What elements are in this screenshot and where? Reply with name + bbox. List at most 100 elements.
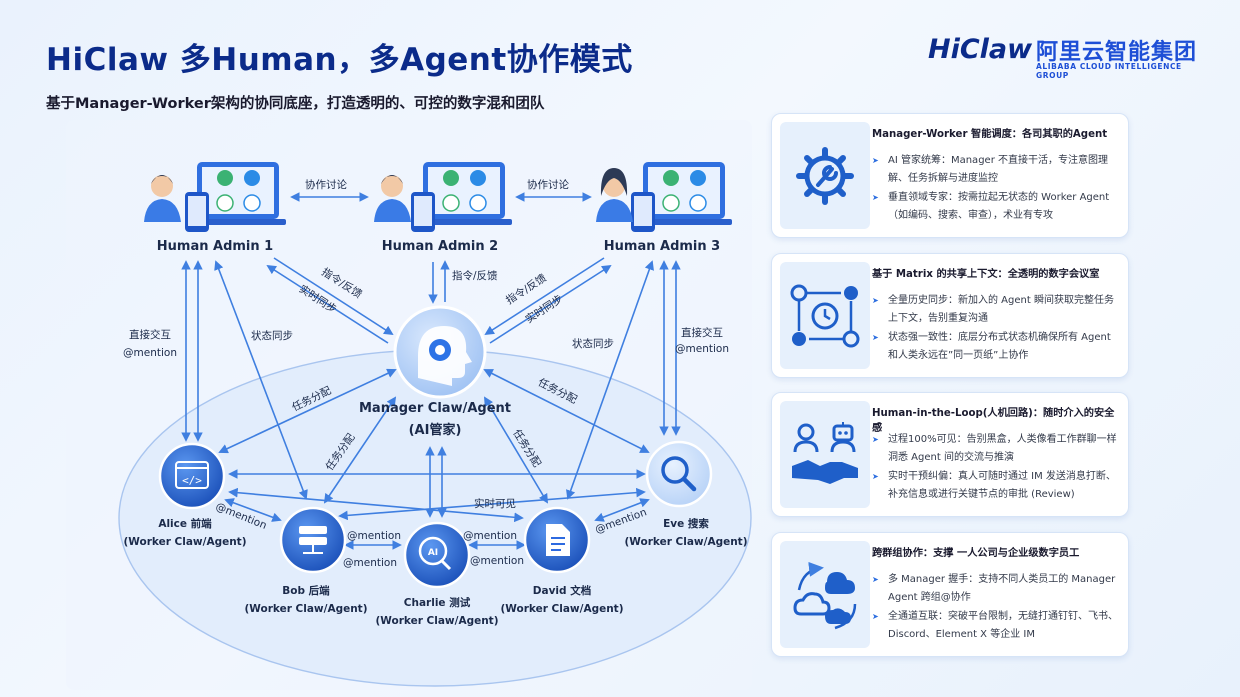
feature-card-matrix-context: 基于 Matrix 的共享上下文：全透明的数字会议室 全量历史同步：新加入的 A… — [771, 253, 1129, 378]
label-status-left: 状态同步 — [251, 329, 293, 342]
sync-clock-icon — [790, 284, 860, 347]
label-mention-bob-charlie-1: @mention — [347, 530, 401, 542]
im-app-icon — [243, 194, 261, 212]
cloud-sync-icon — [793, 561, 857, 629]
gear-wrench-icon — [796, 146, 854, 205]
label-direct-left: 直接交互 — [129, 328, 171, 341]
edge-alice-bob — [224, 498, 282, 522]
card-list: 过程100%可见：告别黑盒，人类像看工作群聊一样洞悉 Agent 间的交流与推演… — [872, 431, 1120, 505]
send-app-icon — [244, 170, 260, 186]
worker-alice-label: Alice 前端 — [158, 517, 212, 530]
company-name-en: ALIBABA CLOUD INTELLIGENCE GROUP — [1036, 62, 1182, 80]
card-list: 全量历史同步：新加入的 Agent 瞬间获取完整任务上下文，告别重复沟通 状态强… — [872, 292, 1120, 366]
card-list-item: 状态强一致性：底层分布式状态机确保所有 Agent 和人类永远在”同一页纸”上协… — [872, 329, 1120, 365]
worker-charlie-label: Charlie 测试 — [404, 596, 471, 609]
label-mention-charlie-david-1: @mention — [463, 530, 517, 542]
worker-bob-role: (Worker Claw/Agent) — [244, 603, 367, 615]
message-app-icon — [216, 194, 234, 212]
magnifier-icon — [661, 456, 697, 492]
card-list-item: 多 Manager 握手：支持不同人类员工的 Manager Agent 跨组@… — [872, 571, 1120, 607]
im-app-icon — [689, 194, 707, 212]
human-robot-handshake-icon — [792, 421, 858, 484]
card-list-item: 全量历史同步：新加入的 Agent 瞬间获取完整任务上下文，告别重复沟通 — [872, 292, 1120, 328]
human-admin-2-node — [374, 162, 512, 232]
worker-charlie-node: AI — [403, 521, 471, 589]
label-mention-right: @mention — [675, 343, 729, 355]
edges — [181, 192, 681, 550]
label-discuss-left: 协作讨论 — [305, 178, 347, 191]
svg-text:</>: </> — [182, 474, 202, 487]
label-realtime-visible: 实时可见 — [474, 497, 516, 510]
manager-node — [393, 305, 487, 399]
human-admin-1-label: Human Admin 1 — [157, 239, 273, 254]
card-icon-box — [780, 262, 870, 369]
label-mention-left: @mention — [123, 347, 177, 359]
card-icon-box — [780, 401, 870, 508]
code-window-icon: </> — [175, 461, 209, 489]
chat-app-icon — [663, 170, 679, 186]
feature-card-manager-worker: Manager-Worker 智能调度：各司其职的Agent AI 管家统筹：M… — [771, 113, 1129, 238]
card-title: Manager-Worker 智能调度：各司其职的Agent — [872, 129, 1108, 140]
chat-app-icon — [443, 170, 459, 186]
card-list-item: 全通道互联：突破平台限制，无缝打通钉钉、飞书、Discord、Element X… — [872, 608, 1120, 644]
edge-mgr-bob — [323, 396, 397, 504]
worker-bob-node — [279, 506, 347, 574]
card-list-item: 垂直领域专家：按需拉起无状态的 Worker Agent（如编码、搜索、审查），… — [872, 189, 1120, 225]
edge-david-eve — [594, 498, 650, 522]
worker-alice-node: </> — [158, 442, 226, 510]
worker-charlie-role: (Worker Claw/Agent) — [375, 615, 498, 627]
svg-text:AI: AI — [428, 548, 438, 558]
feature-card-human-in-the-loop: Human-in-the-Loop(人机回路)：随时介入的安全感 过程100%可… — [771, 392, 1129, 517]
worker-bob-label: Bob 后端 — [282, 584, 330, 597]
worker-eve-node — [645, 440, 713, 508]
send-app-icon — [470, 170, 486, 186]
worker-david-role: (Worker Claw/Agent) — [500, 603, 623, 615]
person-avatar-icon — [381, 175, 403, 197]
edge-bob-eve — [338, 487, 646, 521]
send-app-icon — [690, 170, 706, 186]
page-title: HiClaw 多Human，多Agent协作模式 — [46, 42, 633, 78]
label-status-right: 状态同步 — [572, 337, 614, 350]
company-logo: HiClaw 阿里云智能集团 ALIBABA CLOUD INTELLIGENC… — [928, 34, 1208, 80]
card-title: Human-in-the-Loop(人机回路)：随时介入的安全感 — [872, 408, 1115, 434]
person-avatar-icon — [151, 175, 173, 197]
chat-app-icon — [217, 170, 233, 186]
worker-alice-role: (Worker Claw/Agent) — [123, 536, 246, 548]
im-app-icon — [469, 194, 487, 212]
ai-brain-icon — [418, 326, 472, 386]
card-icon-box — [780, 122, 870, 229]
label-mention-bob-charlie-2: @mention — [343, 557, 397, 569]
label-cmd-center: 指令/反馈 — [452, 269, 498, 282]
manager-label: Manager Claw/Agent — [359, 401, 511, 416]
card-list: 多 Manager 握手：支持不同人类员工的 Manager Agent 跨组@… — [872, 571, 1120, 645]
document-icon — [546, 524, 570, 556]
label-mention-charlie-david-2: @mention — [470, 555, 524, 567]
worker-eve-role: (Worker Claw/Agent) — [624, 536, 747, 548]
card-list: AI 管家统筹：Manager 不直接干活，专注意图理解、任务拆解与进度监控 垂… — [872, 152, 1120, 226]
card-title: 跨群组协作：支撑 一人公司与企业级数字员工 — [872, 548, 1080, 559]
message-app-icon — [662, 194, 680, 212]
server-icon — [299, 526, 327, 554]
label-discuss-right: 协作讨论 — [527, 178, 569, 191]
card-title: 基于 Matrix 的共享上下文：全透明的数字会议室 — [872, 269, 1100, 280]
manager-role: (AI管家) — [409, 422, 462, 438]
worker-david-label: David 文档 — [533, 584, 591, 597]
label-direct-right: 直接交互 — [681, 326, 723, 339]
human-admin-3-label: Human Admin 3 — [604, 239, 720, 254]
message-app-icon — [442, 194, 460, 212]
edge-mgr-eve — [483, 369, 650, 453]
card-list-item: AI 管家统筹：Manager 不直接干活，专注意图理解、任务拆解与进度监控 — [872, 152, 1120, 188]
hiclaw-logo: HiClaw — [928, 34, 1033, 65]
page-subtitle: 基于Manager-Worker架构的协同底座，打造透明的、可控的数字混和团队 — [46, 96, 545, 112]
feature-card-cross-group: 跨群组协作：支撑 一人公司与企业级数字员工 多 Manager 握手：支持不同人… — [771, 532, 1129, 657]
card-list-item: 实时干预纠偏：真人可随时通过 IM 发送消息打断、补充信息或进行关键节点的审批 … — [872, 468, 1120, 504]
company-name-cn: 阿里云智能集团 — [1036, 40, 1198, 65]
worker-david-node — [523, 506, 591, 574]
human-admin-2-label: Human Admin 2 — [382, 239, 498, 254]
human-admin-3-node — [596, 162, 732, 232]
worker-eve-label: Eve 搜索 — [663, 517, 709, 530]
card-icon-box — [780, 541, 870, 648]
ai-search-icon: AI — [418, 536, 452, 571]
edge-mgr-alice — [218, 368, 397, 454]
